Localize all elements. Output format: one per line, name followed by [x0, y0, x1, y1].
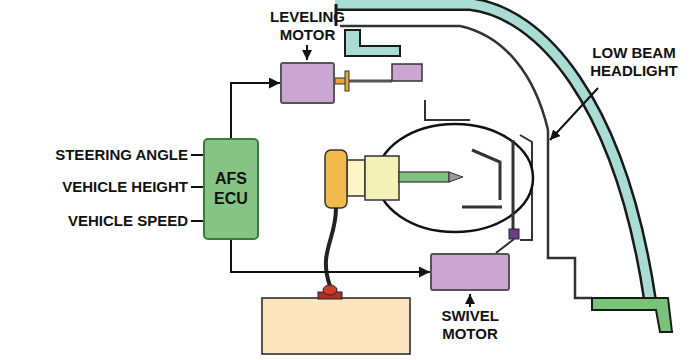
node-label: SWIVEL MOTOR: [441, 307, 498, 343]
bulb-electrode: [399, 172, 449, 182]
mount-bracket: [592, 298, 672, 332]
bulb-wire: [326, 208, 336, 286]
housing-line: [340, 26, 548, 130]
input-line: [191, 154, 203, 156]
node-label: LEVELING MOTOR: [270, 8, 345, 44]
shield: [462, 206, 502, 209]
signal-wire: [231, 83, 280, 138]
ballast-box: [262, 298, 410, 354]
input-signal-label: VEHICLE HEIGHT: [8, 178, 188, 196]
control-unit-box: AFS ECU: [203, 138, 259, 240]
leveling-pivot: [392, 64, 422, 81]
housing-bracket: [345, 30, 400, 56]
leveling-flange: [345, 71, 349, 91]
input-line: [191, 186, 203, 188]
leader-arrow: [306, 45, 308, 60]
reflector-holder: [512, 140, 515, 230]
shield: [472, 150, 500, 200]
swivel-motor: SWIVEL MOTOR: [430, 253, 510, 291]
bulb-base: [347, 160, 365, 196]
ballast-plug: [323, 285, 337, 295]
input-signal-label: VEHICLE SPEED: [8, 212, 188, 230]
node-label: AFS ECU: [214, 169, 248, 209]
housing-line: [425, 100, 470, 120]
bulb-glass: [377, 124, 533, 232]
leveling-motor: LEVELING MOTOR: [280, 62, 335, 104]
swivel-link: [496, 239, 514, 253]
leader-arrow: [550, 88, 598, 140]
bulb-socket: [365, 156, 399, 200]
swivel-pivot: [509, 229, 519, 239]
bulb-connector: [325, 150, 347, 208]
housing-line: [548, 130, 592, 298]
input-signal-label: STEERING ANGLE: [8, 146, 188, 164]
part-label: LOW BEAM HEADLIGHT: [584, 44, 684, 80]
leveling-rod: [349, 80, 392, 83]
signal-wire: [231, 240, 430, 272]
leader-arrow: [469, 294, 471, 307]
input-line: [191, 220, 203, 222]
electrode-tip: [449, 172, 463, 182]
